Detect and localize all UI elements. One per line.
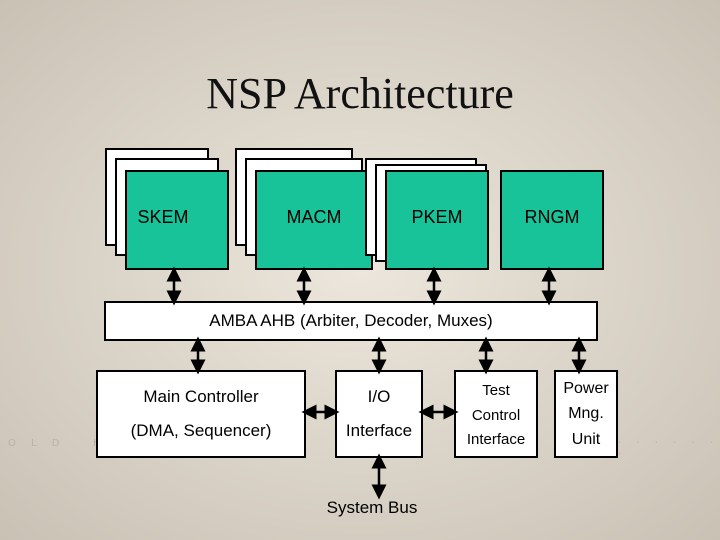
main-controller-line2: (DMA, Sequencer): [130, 421, 272, 441]
power-line1: Power: [563, 379, 609, 397]
skem-label: SKEM: [137, 206, 189, 227]
system-bus-label: System Bus: [326, 498, 418, 517]
rngm-label: RNGM: [524, 206, 580, 227]
power-line2: Mng.: [568, 405, 604, 422]
rngm-module: RNGM: [500, 170, 604, 270]
test-line1: Test: [482, 381, 510, 399]
main-controller-line1: Main Controller: [143, 386, 259, 406]
io-line1: I/O: [367, 386, 391, 406]
amba-ahb-label: AMBA AHB (Arbiter, Decoder, Muxes): [209, 311, 493, 330]
background-decoration: O L D H E: [8, 438, 129, 449]
test-line2: Control: [471, 406, 521, 424]
amba-ahb-bus: AMBA AHB (Arbiter, Decoder, Muxes): [104, 301, 598, 341]
background-decoration-right: · · · · · · ·: [618, 438, 719, 460]
pkem-label: PKEM: [411, 206, 463, 227]
power-unit-box: Power Mng. Unit: [554, 370, 618, 458]
test-line3: Interface: [466, 431, 526, 449]
test-control-box: Test Control Interface: [454, 370, 538, 458]
macm-label: MACM: [286, 206, 342, 227]
io-line2: Interface: [345, 421, 413, 441]
macm-module: MACM: [255, 170, 373, 270]
power-line3: Unit: [571, 430, 601, 448]
slide-title: NSP Architecture: [206, 69, 514, 118]
